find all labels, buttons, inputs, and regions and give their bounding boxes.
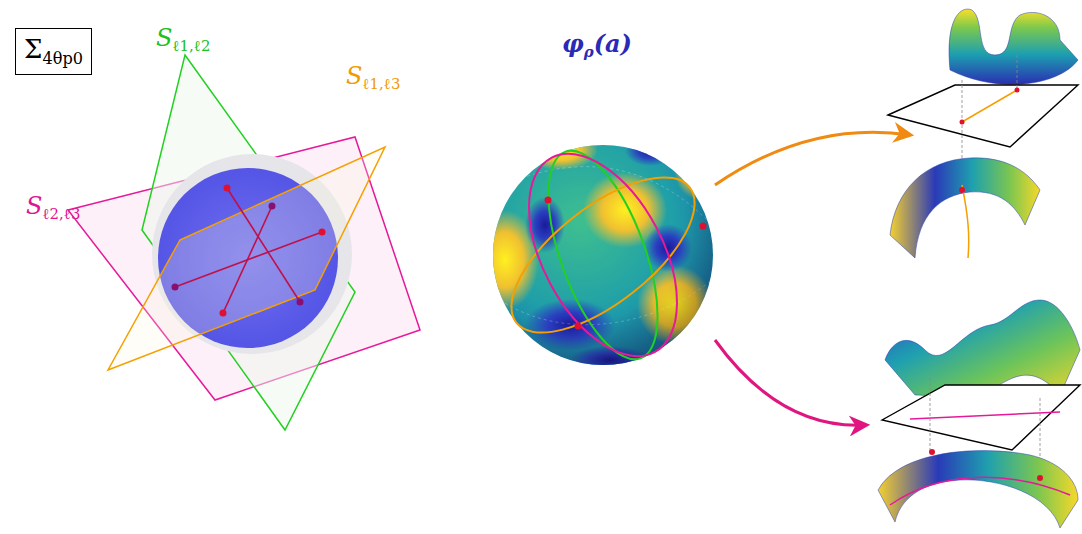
box-text: Σ4θp0 (24, 36, 83, 67)
plane-label: Sℓ2,ℓ3 (26, 194, 80, 222)
plane-label: Sℓ1,ℓ2 (156, 26, 210, 54)
function-label: φρ(a) (562, 32, 632, 60)
plane-label: Sℓ1,ℓ3 (346, 64, 400, 92)
boxed-label: Σ4θp0 (15, 28, 92, 75)
